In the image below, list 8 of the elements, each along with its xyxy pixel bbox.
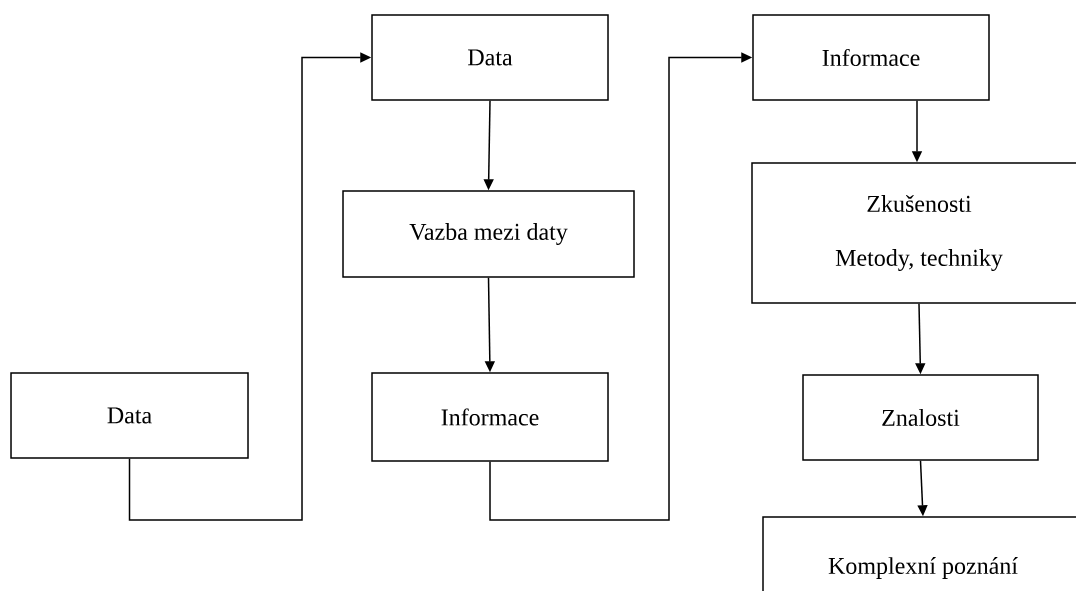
process-box: Znalosti — [802, 374, 1039, 461]
process-box: Vazba mezi daty — [342, 190, 635, 278]
process-box: Komplexní poznání — [762, 516, 1076, 591]
process-box: Informace — [371, 372, 609, 462]
process-box: Data — [10, 372, 249, 459]
process-box: Informace — [752, 14, 990, 101]
process-box: Zkušenosti Metody, techniky — [751, 162, 1076, 304]
process-box: Data — [371, 14, 609, 101]
